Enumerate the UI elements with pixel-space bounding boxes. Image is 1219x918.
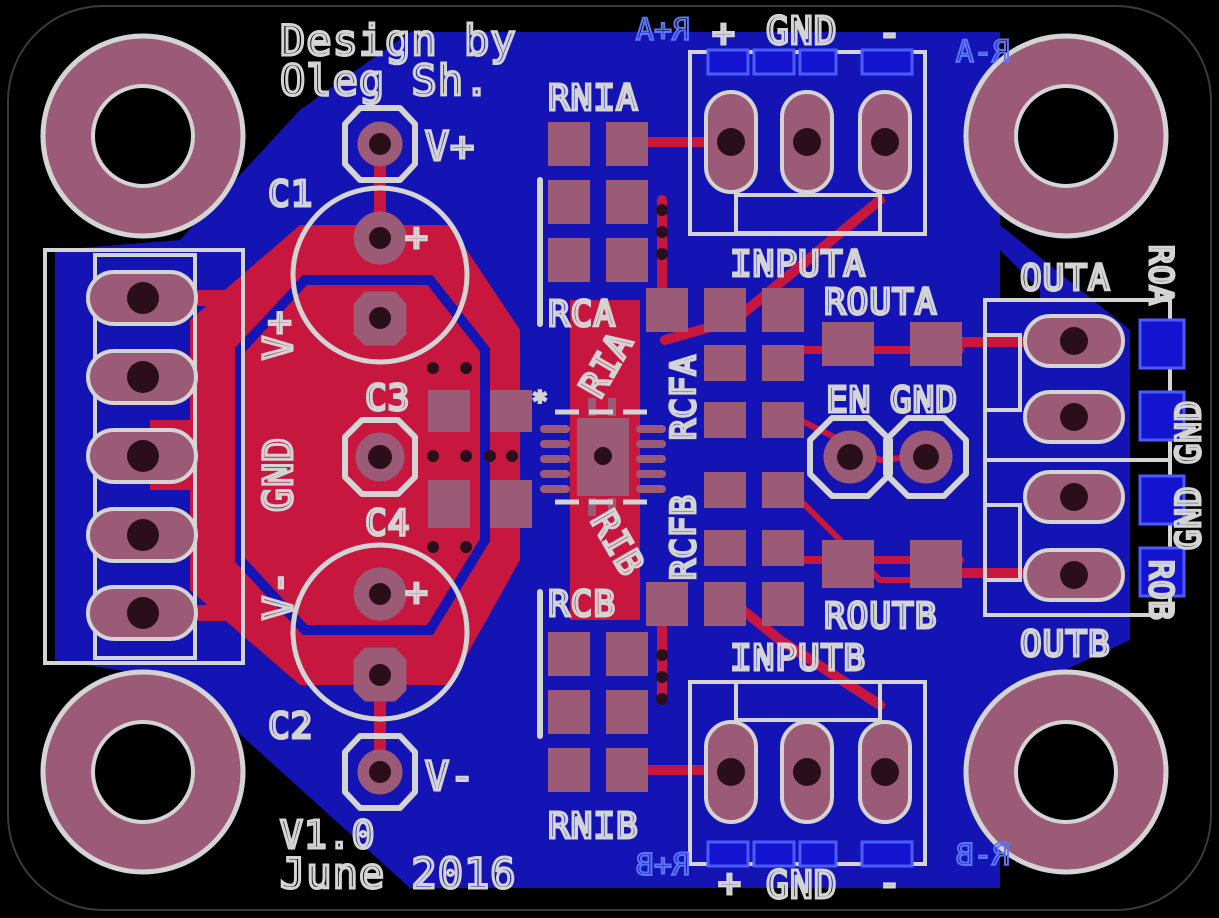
label-rca: RCA xyxy=(548,294,616,335)
label-top-plus: + xyxy=(712,11,736,55)
resistor-grid xyxy=(646,288,804,626)
capacitor-c4 xyxy=(428,480,532,528)
label-inputa: INPUTA xyxy=(730,244,866,285)
connector-pin-5 xyxy=(86,585,198,641)
connector-outa xyxy=(983,298,1186,462)
connector-pin-2 xyxy=(86,349,198,405)
mounting-hole-bottom-left xyxy=(40,669,246,875)
label-bot-minus: - xyxy=(878,861,902,905)
label-routb: ROUTB xyxy=(824,596,937,637)
label-inputb: INPUTB xyxy=(730,638,866,679)
label-conn-gnd: GND xyxy=(256,437,302,512)
label-design-by: Design by xyxy=(280,16,517,65)
label-c1: C1 xyxy=(268,174,313,215)
silkscreen-text: Design by Oleg Sh. V1.0 June 2016 C1 C2 … xyxy=(255,8,1211,909)
label-vminus: V- xyxy=(425,754,475,800)
label-vplus: V+ xyxy=(425,124,475,170)
label-gnd-header: GND xyxy=(890,380,958,421)
connector-inputb xyxy=(688,680,927,868)
label-c3: C3 xyxy=(365,378,410,419)
capacitor-c1 xyxy=(290,185,470,365)
label-conn-vminus: V- xyxy=(256,570,302,620)
label-author: Oleg Sh. xyxy=(280,56,490,105)
connector-pin-3 xyxy=(86,428,198,484)
label-right-rob: ROB xyxy=(1142,560,1180,621)
label-rnia: RNIA xyxy=(548,78,639,119)
vias xyxy=(427,204,668,705)
label-date: June 2016 xyxy=(280,849,517,898)
capacitor-c2 xyxy=(290,542,470,722)
label-c4: C4 xyxy=(365,503,410,544)
bottom-copper-traces xyxy=(657,447,823,465)
label-bot-plus: + xyxy=(718,861,742,905)
label-bottom-ar: R+A xyxy=(636,13,690,48)
label-c2: C2 xyxy=(268,706,313,747)
connector-pin-1 xyxy=(86,270,198,326)
testpoint-vplus xyxy=(342,105,418,183)
resistor-network-rnia xyxy=(548,122,648,282)
mounting-hole-top-right xyxy=(963,33,1169,239)
label-rcfa: RCFA xyxy=(664,354,704,440)
label-top-gnd: GND xyxy=(766,9,838,53)
label-routa: ROUTA xyxy=(824,282,937,323)
mounting-hole-bottom-right xyxy=(963,669,1169,875)
bottom-layer-text: R+A R-A R+B R-B xyxy=(635,12,1011,884)
via-gnd-center xyxy=(342,417,418,497)
top-copper-gnd-outline xyxy=(235,275,490,635)
connector-inputa xyxy=(688,48,927,236)
label-right-roa: ROA xyxy=(1142,245,1180,306)
label-rcfb: RCFB xyxy=(664,494,704,580)
label-conn-vplus: V+ xyxy=(256,310,302,360)
label-rnib: RNIB xyxy=(548,806,639,847)
label-c2-plus: + xyxy=(405,570,429,614)
connector-outb xyxy=(983,458,1186,617)
mounting-hole-top-left xyxy=(40,33,246,239)
label-bottom-br: R+B xyxy=(636,848,690,883)
connector-pin-4 xyxy=(86,507,198,563)
capacitor-c3 xyxy=(428,390,532,432)
label-bottom-ar-right: R-A xyxy=(956,35,1010,70)
label-right-gnd: GND GND xyxy=(1169,400,1209,550)
ic-amplifier xyxy=(540,398,666,516)
label-c1-plus: + xyxy=(405,215,429,259)
label-en: EN xyxy=(826,380,871,421)
label-rcb: RCB xyxy=(548,584,616,625)
testpoint-vminus xyxy=(342,733,418,811)
header-en-gnd xyxy=(807,415,969,499)
label-outa: OUTA xyxy=(1020,258,1111,299)
label-top-minus: - xyxy=(878,11,902,55)
label-bottom-br-right: R-B xyxy=(956,838,1010,873)
power-connector-left xyxy=(43,248,245,665)
label-star: * xyxy=(532,387,549,417)
label-outb: OUTB xyxy=(1020,624,1111,665)
resistor-routa xyxy=(822,322,962,366)
label-bot-gnd: GND xyxy=(766,863,838,907)
bottom-copper-pour-notch xyxy=(1000,250,1040,300)
resistor-network-rnib xyxy=(548,632,648,792)
resistor-routb xyxy=(822,540,962,588)
label-version: V1.0 xyxy=(280,813,376,857)
